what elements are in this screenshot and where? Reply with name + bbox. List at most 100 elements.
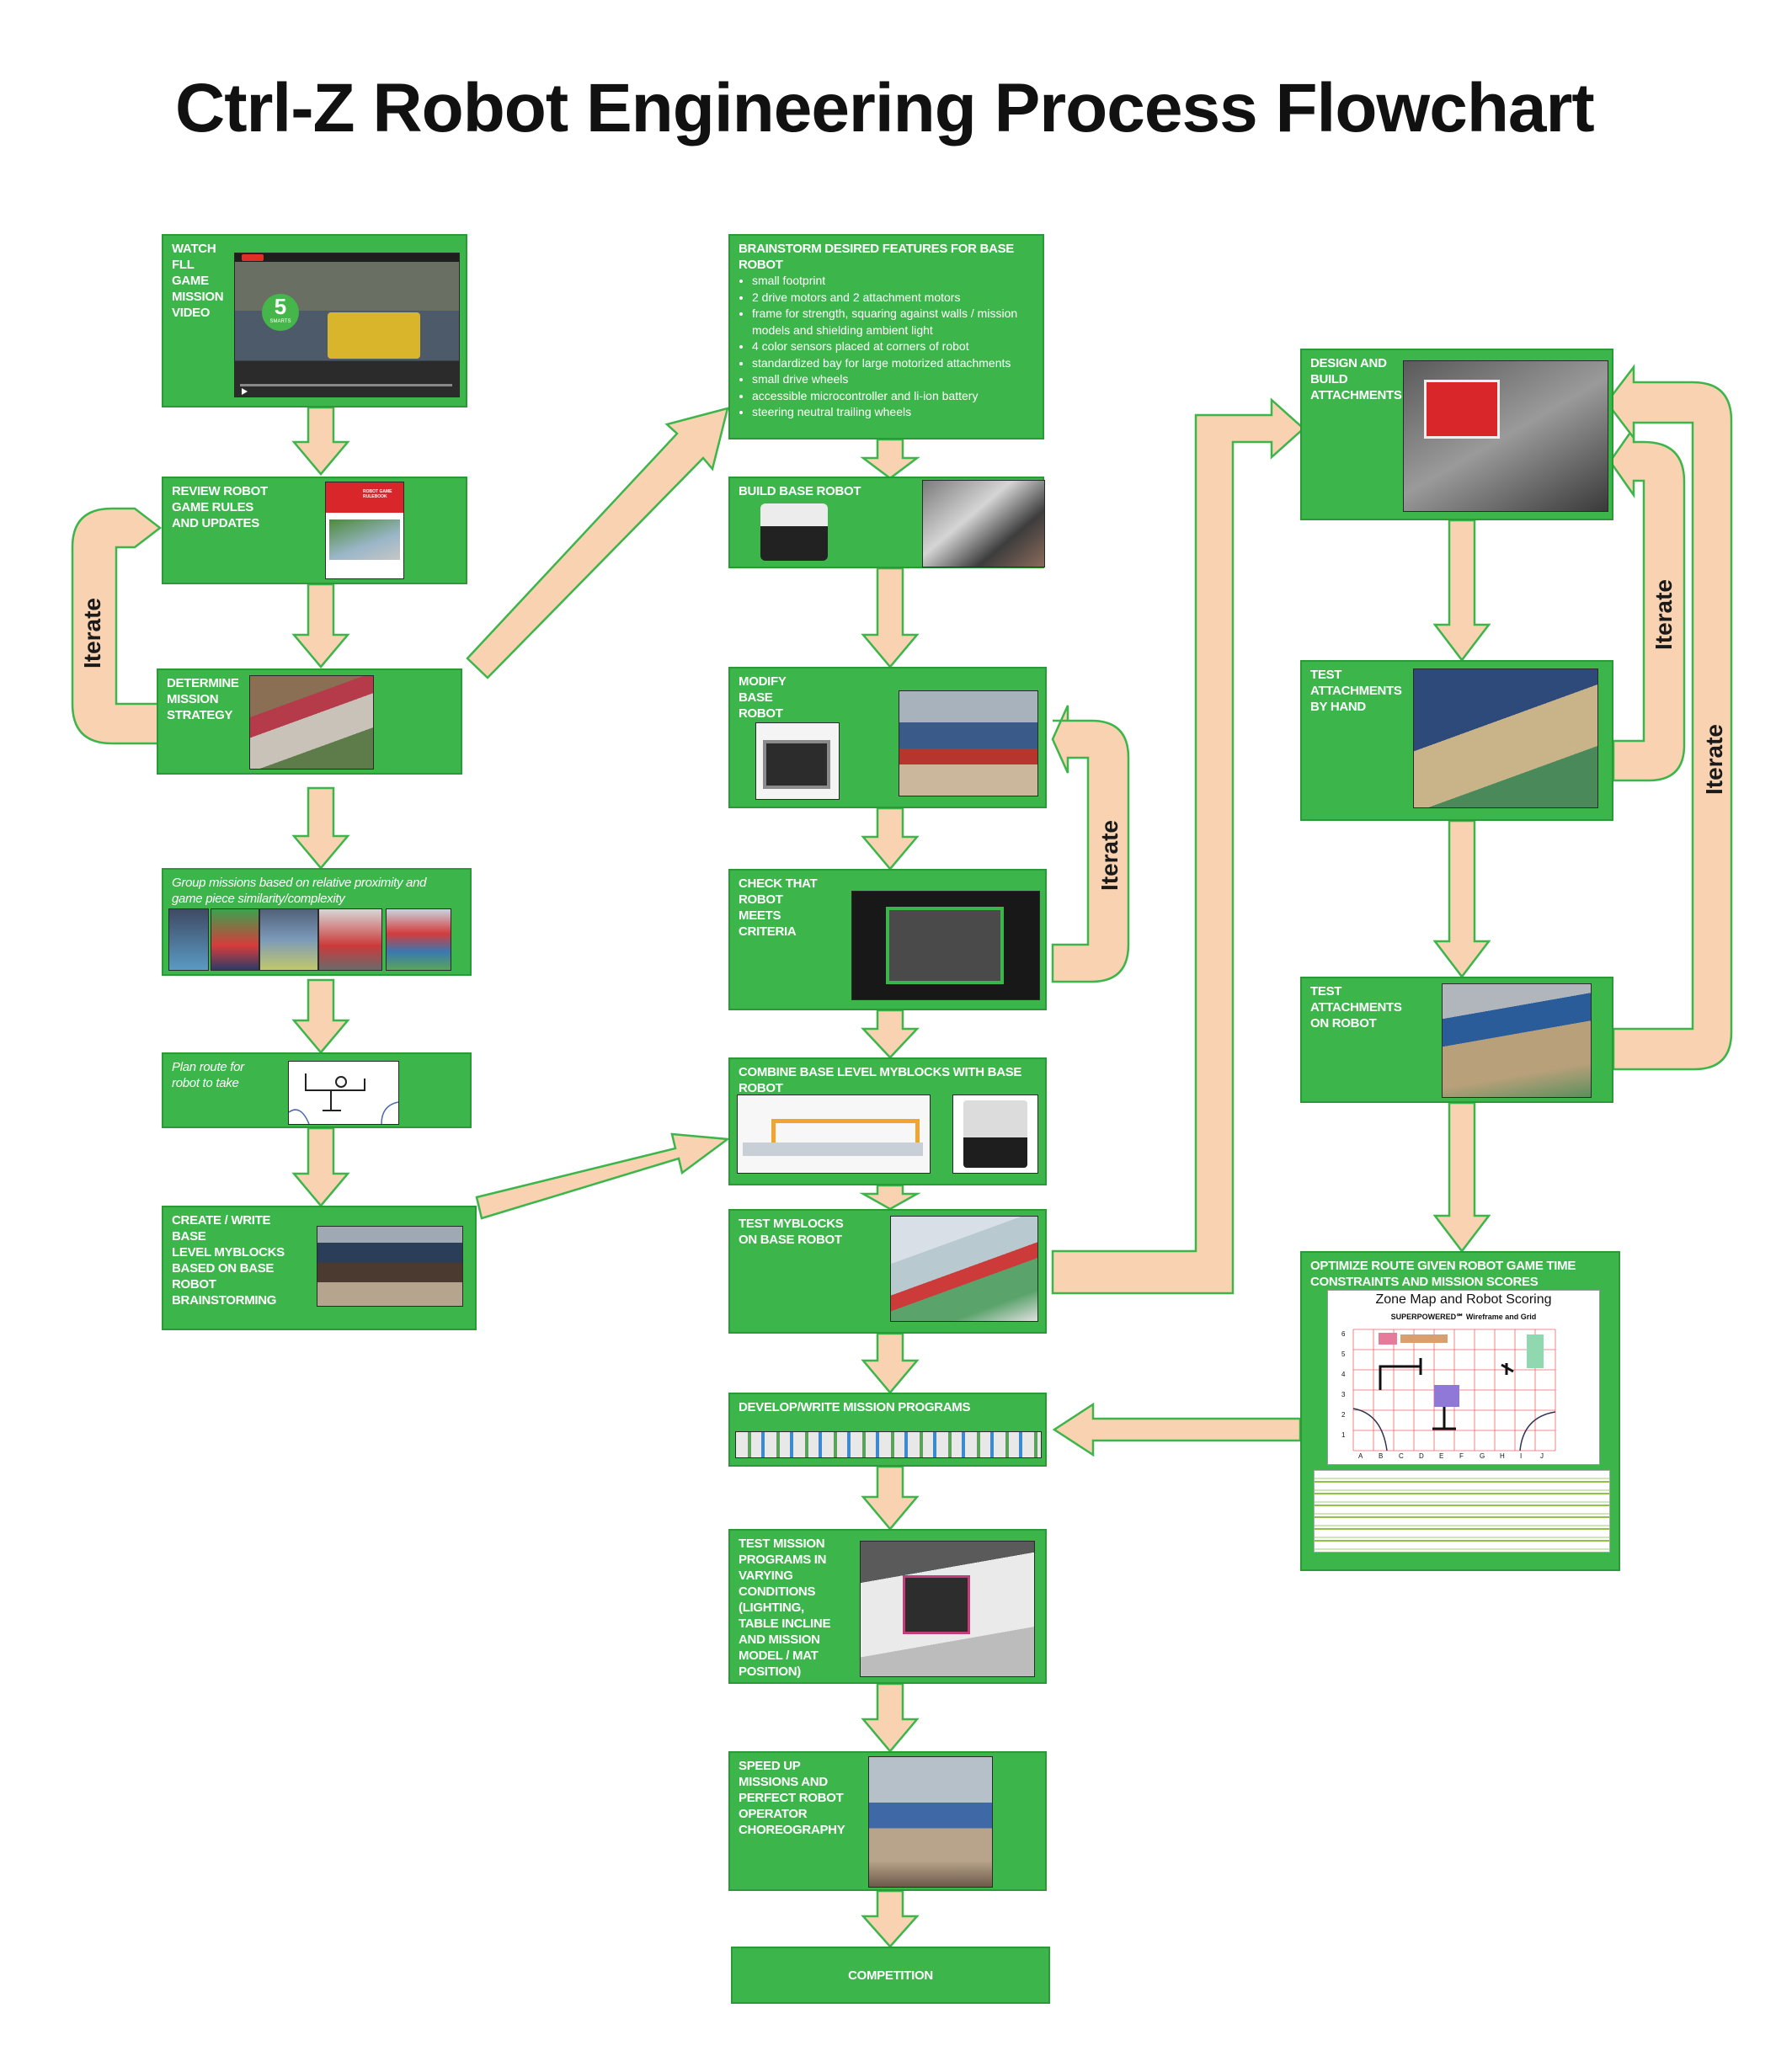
grid-row-labels: 6 5 4 3 2 1: [1341, 1324, 1350, 1446]
loop-right-outer-shape: [1605, 364, 1733, 1071]
combine-myblocks-label: COMBINE BASE LEVEL MYBLOCKS WITH BASE RO…: [739, 1065, 1022, 1095]
feature-item: standardized bay for large motorized att…: [752, 355, 1043, 372]
plan-route-label: Plan route for robot to take: [172, 1060, 244, 1090]
arrow-optimize-to-develop: [1052, 1402, 1302, 1457]
arrow-check-to-combine: [861, 1009, 920, 1059]
youtube-logo-icon: [242, 254, 264, 261]
page-title: Ctrl-Z Robot Engineering Process Flowcha…: [175, 70, 1595, 146]
mission-model-photo-3: [259, 908, 318, 971]
arrow-combine-to-test: [859, 1184, 921, 1211]
build-base-box: BUILD BASE ROBOT: [728, 477, 1045, 568]
competition-box: COMPETITION: [731, 1947, 1050, 2004]
iterate-label-left: Iterate: [79, 597, 105, 669]
arrow-hand-to-robot: [1432, 819, 1491, 979]
grid-col-label: G: [1480, 1452, 1485, 1460]
feature-item: frame for strength, squaring against wal…: [752, 306, 1043, 338]
loop-right-inner-shape: [1608, 424, 1686, 782]
watch-video-label: WATCH FLL GAME MISSION VIDEO: [172, 242, 224, 320]
iterate-label-middle: Iterate: [1096, 819, 1123, 892]
create-myblocks-label: CREATE / WRITE BASE LEVEL MYBLOCKS BASED…: [172, 1213, 285, 1308]
scoring-table: [1314, 1470, 1610, 1553]
arrow-develop-to-testprog: [861, 1465, 920, 1531]
build-photo: [922, 480, 1045, 567]
modified-robot-render: [755, 722, 840, 800]
arrow-strategy-to-group: [291, 786, 350, 870]
truck-shape-icon: [328, 312, 420, 359]
feature-item: small drive wheels: [752, 371, 1043, 388]
test-by-hand-label: TEST ATTACHMENTS BY HAND: [1310, 668, 1402, 714]
review-rules-label: REVIEW ROBOT GAME RULES AND UPDATES: [172, 484, 268, 530]
optimize-route-box: OPTIMIZE ROUTE GIVEN ROBOT GAME TIME CON…: [1300, 1251, 1620, 1571]
grid-row-label: 5: [1341, 1350, 1346, 1358]
rulebook-image: [329, 519, 400, 560]
create-myblocks-box: CREATE / WRITE BASE LEVEL MYBLOCKS BASED…: [162, 1206, 477, 1330]
video-badge-number: 5: [274, 294, 287, 319]
review-rules-box: REVIEW ROBOT GAME RULES AND UPDATES ROBO…: [162, 477, 467, 584]
test-on-robot-label: TEST ATTACHMENTS ON ROBOT: [1310, 984, 1402, 1031]
robot-top-view: [851, 891, 1040, 1000]
test-myblocks-box: TEST MYBLOCKS ON BASE ROBOT: [728, 1209, 1047, 1334]
speed-up-box: SPEED UP MISSIONS AND PERFECT ROBOT OPER…: [728, 1751, 1047, 1891]
design-attachments-box: DESIGN AND BUILD ATTACHMENTS: [1300, 349, 1613, 520]
develop-programs-label: DEVELOP/WRITE MISSION PROGRAMS: [739, 1400, 971, 1414]
test-robot-shape: [903, 1575, 970, 1634]
video-badge: 5 SMARTS: [262, 294, 299, 331]
test-by-hand-box: TEST ATTACHMENTS BY HAND: [1300, 660, 1613, 821]
myblocks-code-screenshot: [737, 1095, 931, 1174]
grid-col-label: A: [1358, 1452, 1363, 1460]
grid-col-label: E: [1439, 1452, 1444, 1460]
build-base-label: BUILD BASE ROBOT: [739, 484, 861, 498]
grid-row-label: 2: [1341, 1411, 1346, 1419]
arrow-group-to-plan: [291, 978, 350, 1054]
feature-item: 4 color sensors placed at corners of rob…: [752, 338, 1043, 355]
mission-model-photo-4: [318, 908, 382, 971]
grid-col-labels: A B C D E F G H I J: [1358, 1452, 1560, 1460]
combine-myblocks-box: COMBINE BASE LEVEL MYBLOCKS WITH BASE RO…: [728, 1057, 1047, 1185]
play-icon[interactable]: [242, 388, 248, 395]
zone-map-panel: Zone Map and Robot Scoring SUPERPOWERED℠…: [1327, 1290, 1600, 1465]
arrow-brainstorm-to-build: [860, 438, 920, 480]
rulebook-cover: ROBOT GAME RULEBOOK: [325, 482, 404, 579]
operators-photo: [868, 1756, 993, 1888]
attachment-photo: [1403, 360, 1608, 512]
video-progress-bar[interactable]: [240, 384, 452, 386]
group-missions-box: Group missions based on relative proximi…: [162, 868, 472, 976]
program-strip-screenshot: [735, 1431, 1042, 1458]
iterate-label-right-outer: Iterate: [1701, 723, 1727, 796]
test-conditions-photo: [860, 1541, 1035, 1677]
brainstorm-box: BRAINSTORM DESIRED FEATURES FOR BASE ROB…: [728, 234, 1044, 439]
arrow-watch-to-review: [291, 406, 350, 476]
grid-col-label: B: [1379, 1452, 1384, 1460]
iterate-label-right-inner: Iterate: [1651, 578, 1677, 651]
grid-col-label: J: [1540, 1452, 1544, 1460]
competition-label: COMPETITION: [848, 1968, 933, 1983]
arrow-test-to-design: [1051, 397, 1305, 1295]
arrow-plan-to-create: [291, 1127, 350, 1207]
test-programs-box: TEST MISSION PROGRAMS IN VARYING CONDITI…: [728, 1529, 1047, 1684]
robot-body-shape: [886, 907, 1004, 984]
grid-col-label: F: [1459, 1452, 1464, 1460]
mission-strategy-label: DETERMINE MISSION STRATEGY: [167, 676, 239, 722]
grid-row-label: 6: [1341, 1330, 1346, 1338]
video-badge-sub: SMARTS: [269, 319, 291, 324]
zone-map-title: Zone Map and Robot Scoring: [1375, 1292, 1552, 1307]
feature-item: accessible microcontroller and li-ion ba…: [752, 388, 1043, 405]
check-criteria-label: CHECK THAT ROBOT MEETS CRITERIA: [739, 876, 818, 939]
strategy-photo: [249, 675, 374, 770]
test-on-robot-photo: [1442, 983, 1592, 1098]
attachment-shape: [1424, 380, 1500, 439]
grid-col-label: C: [1399, 1452, 1404, 1460]
watch-video-box: WATCH FLL GAME MISSION VIDEO 5 SMARTS: [162, 234, 467, 407]
loop-left-shape: [71, 507, 163, 745]
arrow-build-to-modify: [861, 567, 920, 668]
brainstorm-feature-list: small footprint 2 drive motors and 2 att…: [739, 273, 1043, 421]
feature-item: small footprint: [752, 273, 1043, 290]
video-thumbnail[interactable]: 5 SMARTS: [234, 253, 460, 397]
group-missions-label: Group missions based on relative proximi…: [172, 876, 427, 906]
design-attachments-label: DESIGN AND BUILD ATTACHMENTS: [1310, 356, 1402, 402]
ev3-brick-shape: [963, 1100, 1027, 1168]
mission-model-photo-2: [211, 908, 259, 971]
route-sketch: [288, 1061, 399, 1125]
brainstorm-label: BRAINSTORM DESIRED FEATURES FOR BASE ROB…: [739, 242, 1015, 272]
